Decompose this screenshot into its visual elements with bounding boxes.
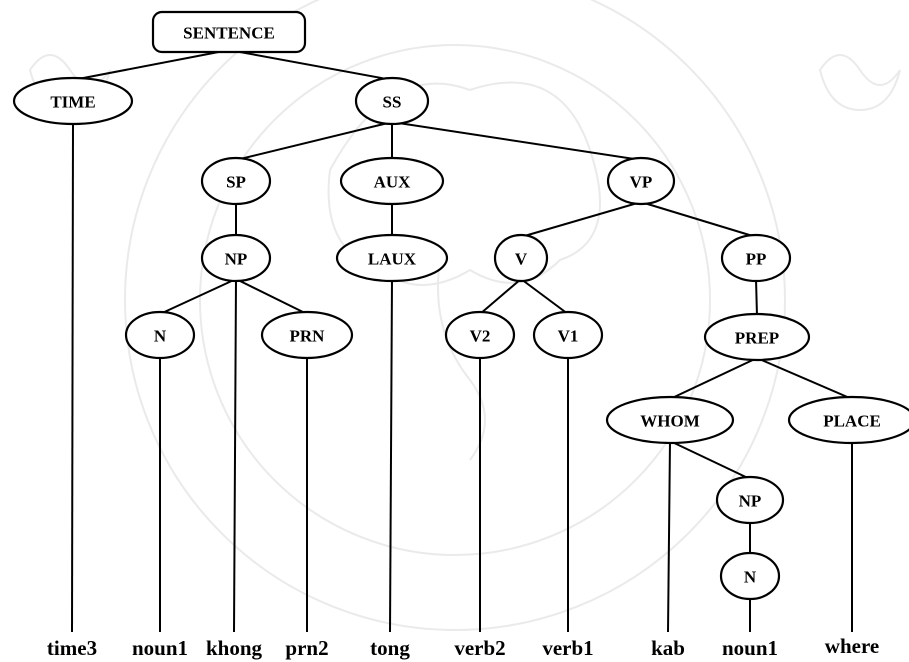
node-label: TIME — [50, 93, 95, 112]
node-v1: V1 — [532, 310, 604, 360]
node-whom: WHOM — [605, 395, 735, 445]
node-label: V — [515, 250, 528, 269]
node-label: WHOM — [640, 412, 700, 431]
node-n1: N — [124, 310, 196, 360]
leaf-word: khong — [206, 636, 263, 660]
node-aux: AUX — [339, 156, 445, 206]
leaf-word: prn2 — [285, 636, 328, 660]
node-ellipse — [354, 76, 430, 126]
edge-prep-to-place — [756, 357, 853, 400]
watermark-trunk-icon — [437, 259, 486, 461]
node-label: AUX — [374, 173, 412, 192]
leaf-word: tong — [370, 636, 410, 660]
node-label: N — [744, 568, 757, 587]
node-n2: N — [719, 551, 781, 601]
edge-ss-to-vp — [391, 121, 642, 161]
node-label: VP — [630, 173, 653, 192]
node-v: V — [493, 233, 549, 283]
edge-laux-to-leaf-tong — [389, 278, 393, 633]
node-pp: PP — [720, 233, 792, 283]
node-ellipse — [605, 395, 735, 445]
node-ellipse — [787, 395, 909, 445]
leaf-word: noun1 — [132, 636, 188, 660]
watermark-inner-ring — [199, 44, 711, 556]
watermark-flower-icon — [818, 54, 901, 112]
node-label: PRN — [290, 327, 326, 346]
watermark-outer-ring — [124, 0, 786, 631]
node-ellipse — [124, 310, 196, 360]
node-ellipse — [719, 551, 781, 601]
node-ellipse — [606, 156, 676, 206]
leaf-word: noun1 — [722, 636, 778, 660]
node-vp: VP — [606, 156, 676, 206]
node-label: NP — [225, 250, 248, 269]
node-ellipse — [703, 312, 811, 362]
node-sentence: SENTENCE — [151, 10, 307, 54]
node-layer: SENTENCE TIME SS SP AUX VP NP LAUX V PP N PRN V2 V1 PR… — [12, 10, 909, 601]
edge-vp-to-v — [520, 201, 642, 238]
edge-prep-to-whom — [669, 357, 758, 400]
leaf-layer: time3 noun1 khong prn2 tong verb2 verb1 kab noun… — [47, 634, 879, 660]
node-label: PP — [746, 250, 767, 269]
edge-whom-to-np2 — [669, 440, 751, 480]
node-ellipse — [335, 233, 449, 283]
leaf-word: kab — [651, 636, 685, 660]
node-ellipse — [532, 310, 604, 360]
edge-sentence-to-time — [72, 49, 230, 81]
node-ss: SS — [354, 76, 430, 126]
node-ellipse — [444, 310, 516, 360]
edge-v-to-v1 — [520, 278, 569, 315]
edge-pp-to-prep — [755, 278, 758, 317]
edge-vp-to-pp — [640, 201, 757, 238]
edge-np1-to-prn — [235, 278, 308, 315]
node-ellipse — [339, 156, 445, 206]
node-sp: SP — [200, 156, 272, 206]
node-prep: PREP — [703, 312, 811, 362]
edge-layer — [71, 49, 853, 633]
node-np2: NP — [715, 475, 785, 525]
edge-v-to-v2 — [479, 278, 522, 315]
node-ellipse — [200, 156, 272, 206]
root-box — [151, 10, 307, 54]
node-ellipse — [12, 76, 134, 126]
edge-np1-to-leaf-khong — [233, 278, 237, 633]
leaf-word: where — [825, 634, 879, 658]
node-place: PLACE — [787, 395, 909, 445]
node-label: PREP — [735, 329, 779, 348]
edge-time-to-leaf-time3 — [71, 121, 74, 633]
node-label: V1 — [558, 327, 579, 346]
node-ellipse — [260, 310, 354, 360]
edge-ss-to-sp — [235, 121, 393, 161]
edge-sentence-to-ss — [228, 49, 393, 81]
node-label: NP — [739, 492, 762, 511]
edge-whom-to-leaf-kab — [667, 440, 671, 633]
node-laux: LAUX — [335, 233, 449, 283]
node-prn: PRN — [260, 310, 354, 360]
edge-np1-to-n1 — [159, 278, 237, 315]
node-label: SENTENCE — [183, 24, 275, 43]
node-label: N — [154, 327, 167, 346]
node-np1: NP — [200, 233, 272, 283]
leaf-word: verb1 — [542, 636, 593, 660]
node-label: SS — [383, 93, 402, 112]
leaf-word: time3 — [47, 636, 97, 660]
node-label: V2 — [470, 327, 491, 346]
node-time: TIME — [12, 76, 134, 126]
node-v2: V2 — [444, 310, 516, 360]
node-label: SP — [226, 173, 246, 192]
node-label: LAUX — [368, 250, 417, 269]
node-label: PLACE — [823, 412, 881, 431]
leaf-word: verb2 — [454, 636, 505, 660]
node-ellipse — [720, 233, 792, 283]
node-ellipse — [200, 233, 272, 283]
node-ellipse — [715, 475, 785, 525]
node-ellipse — [493, 233, 549, 283]
